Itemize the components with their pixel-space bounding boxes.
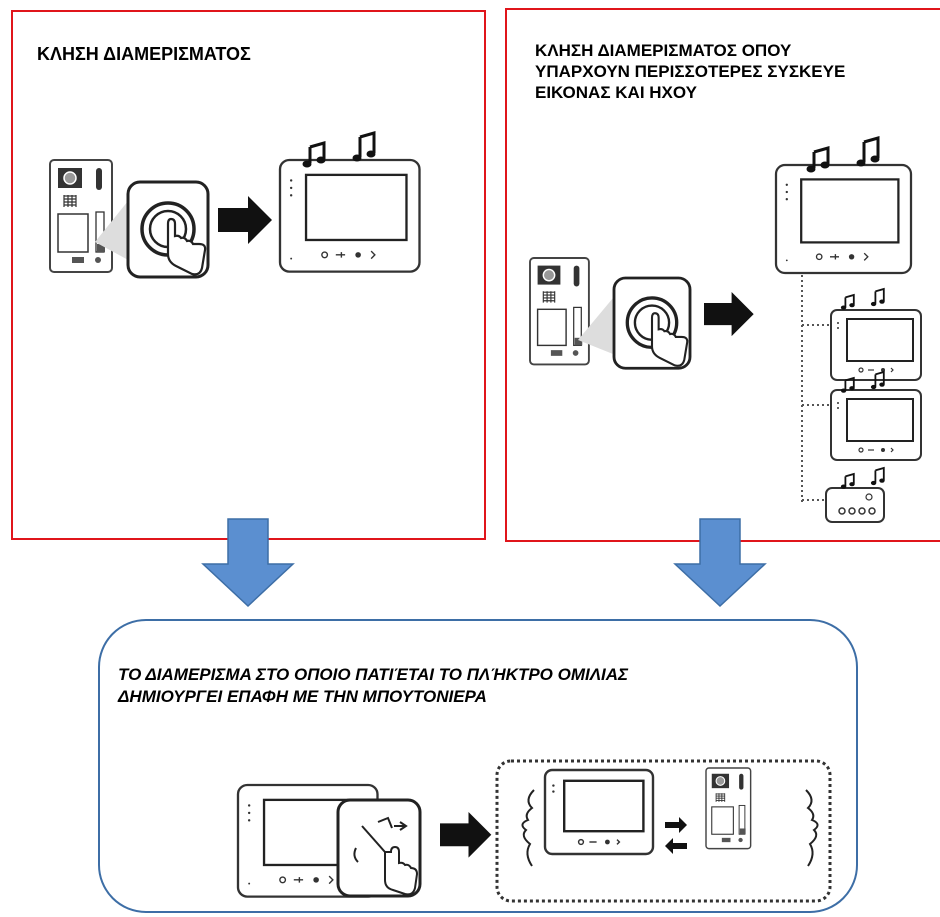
flow-arrow-left: [201, 518, 295, 608]
arrow-to-monitors: [704, 292, 754, 337]
panel-title-apartment-call: ΚΛΗΣΗ ΔΙΑΜΕΡΙΣΜΑΤΟΣ: [37, 44, 251, 64]
speech-face-icon: [805, 789, 819, 867]
result-text: ΤΟ ΔΙΑΜΕΡΙΣΜΑ ΣΤΟ ΟΠΟΙΟ ΠΑΤΙΈΤΑΙ ΤΟ ΠΛΉΚ…: [118, 664, 838, 708]
door-panel-icon: [49, 159, 113, 273]
zoom-cone: [578, 292, 618, 356]
monitor-icon: [774, 163, 913, 275]
speech-face-icon: [521, 789, 535, 867]
result-line-2: ΔΗΜΙΟΥΡΓΕΙ ΕΠΑΦΗ ΜΕ ΤΗΝ ΜΠΟΥΤΟΝΙΕΡΑ: [118, 687, 487, 706]
panel-apartment-call: ΚΛΗΣΗ ΔΙΑΜΕΡΙΣΜΑΤΟΣ: [11, 10, 486, 540]
music-note-icon: [840, 467, 886, 490]
call-button-icon: [126, 180, 210, 279]
monitor-icon: [278, 158, 421, 273]
door-panel-icon: [529, 257, 590, 366]
flow-arrow-right: [673, 518, 767, 608]
title-line-1: ΚΛΗΣΗ ΔΙΑΜΕΡΙΣΜΑΤΟΣ ΟΠΟΥ: [535, 41, 792, 60]
monitor-icon: [543, 768, 655, 856]
arrow-to-monitor: [218, 196, 272, 244]
result-line-1: ΤΟ ΔΙΑΜΕΡΙΣΜΑ ΣΤΟ ΟΠΟΙΟ ΠΑΤΙΈΤΑΙ ΤΟ ΠΛΉΚ…: [118, 665, 629, 684]
arrow-to-conversation: [440, 812, 492, 858]
monitor-icon: [830, 309, 922, 381]
exchange-arrows-icon: [665, 817, 687, 854]
intercom-unit-icon: [825, 487, 885, 523]
conversation-frame: [495, 759, 832, 903]
result-box: [98, 619, 858, 913]
call-button-icon: [612, 276, 692, 370]
music-note-icon: [840, 288, 886, 311]
panel-title-multi-device-call: ΚΛΗΣΗ ΔΙΑΜΕΡΙΣΜΑΤΟΣ ΟΠΟΥ ΥΠΑΡΧΟΥΝ ΠΕΡΙΣΣ…: [535, 40, 940, 103]
zoom-cone: [95, 196, 132, 262]
title-line-2: ΥΠΑΡΧΟΥΝ ΠΕΡΙΣΣΟΤΕΡΕΣ ΣΥΣΚΕΥΕ: [535, 62, 846, 81]
door-panel-icon: [705, 767, 752, 850]
connection-lines: [801, 275, 830, 505]
monitor-icon: [830, 389, 922, 461]
title-line-3: ΕΙΚΟΝΑΣ ΚΑΙ ΗΧΟΥ: [535, 83, 697, 102]
talk-button-icon: [336, 798, 422, 898]
